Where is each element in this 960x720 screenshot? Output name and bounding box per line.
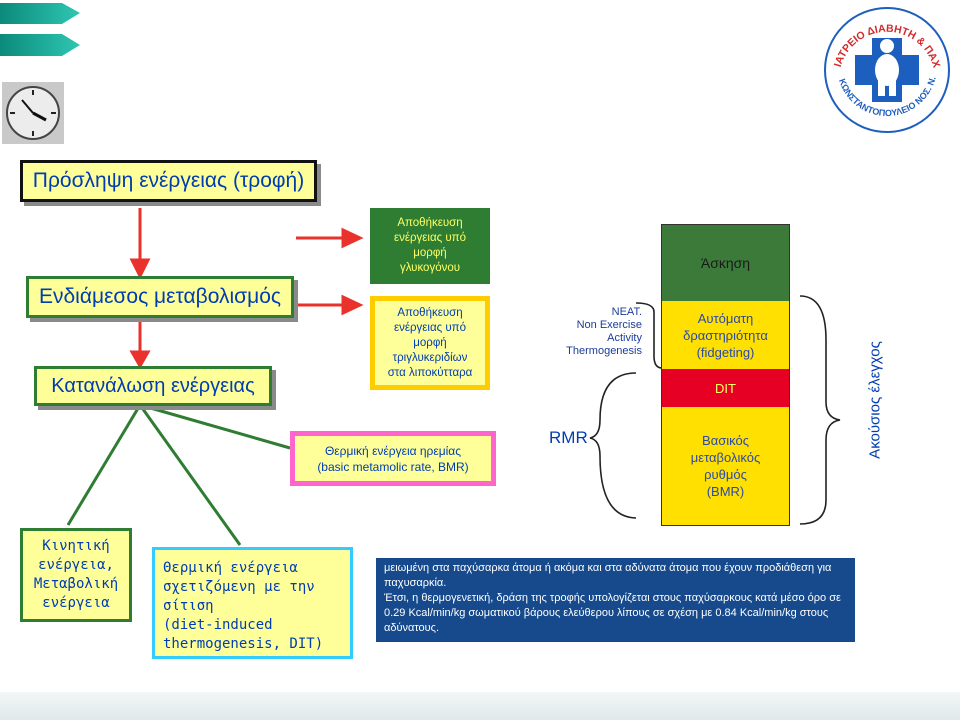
rmr-label: RMR xyxy=(549,428,588,447)
kinetic-energy-box: Κινητική ενέργεια, Μεταβολική ενέργεια xyxy=(20,528,132,622)
chevron-icon-top xyxy=(0,3,80,24)
triglyceride-storage-label: Αποθήκευση ενέργειας υπό μορφή τριγλυκερ… xyxy=(387,306,473,379)
fidgeting-label: Αυτόματη δραστηριότητα (fidgeting) xyxy=(683,310,768,360)
exercise-segment: Άσκηση xyxy=(662,225,789,301)
energy-expenditure-box: Κατανάλωση ενέργειας xyxy=(34,366,272,406)
thermogenesis-note-text: μειωμένη στα παχύσαρκα άτομα ή ακόμα και… xyxy=(384,562,841,634)
fidgeting-segment: Αυτόματη δραστηριότητα (fidgeting) xyxy=(662,301,789,369)
clock-icon xyxy=(2,82,64,144)
footer-stripe xyxy=(0,692,960,720)
thermogenesis-note: μειωμένη στα παχύσαρκα άτομα ή ακόμα και… xyxy=(376,558,855,642)
voluntary-control-label: Ακούσιος έλεγχος xyxy=(866,341,884,459)
consumption-connectors xyxy=(66,403,291,546)
triglyceride-storage-box: Αποθήκευση ενέργειας υπό μορφή τριγλυκερ… xyxy=(370,296,490,390)
energy-intake-box: Πρόσληψη ενέργειας (τροφή) xyxy=(20,160,317,202)
dit-segment-label: DIT xyxy=(715,380,736,396)
dit-box: Θερμική ενέργεια σχετιζόμενη με την σίτι… xyxy=(152,547,353,659)
dit-segment: DIT xyxy=(662,369,789,407)
neat-brace xyxy=(635,302,663,369)
intermediate-metabolism-box: Ενδιάμεσος μεταβολισμός xyxy=(26,276,294,318)
exercise-label: Άσκηση xyxy=(700,255,751,271)
kinetic-energy-label: Κινητική ενέργεια, Μεταβολική ενέργεια xyxy=(33,538,119,611)
expenditure-stack: Άσκηση Αυτόματη δραστηριότητα (fidgeting… xyxy=(661,224,790,526)
neat-label: NEAT. Non Exercise Activity Thermogenesi… xyxy=(566,306,642,357)
glycogen-storage-box: Αποθήκευση ενέργειας υπό μορφή γλυκογόνο… xyxy=(370,208,490,284)
bmr-segment: Βασικός μεταβολικός ρυθμός (BMR) xyxy=(662,407,789,525)
dit-label: Θερμική ενέργεια σχετιζόμενη με την σίτι… xyxy=(163,559,324,652)
intermediate-metabolism-label: Ενδιάμεσος μεταβολισμός xyxy=(38,285,282,308)
chevron-icon-bottom xyxy=(0,34,80,56)
energy-expenditure-label: Κατανάλωση ενέργειας xyxy=(51,374,255,397)
energy-intake-label: Πρόσληψη ενέργειας (τροφή) xyxy=(32,169,305,192)
bmr-segment-label: Βασικός μεταβολικός ρυθμός (BMR) xyxy=(690,433,761,499)
glycogen-storage-label: Αποθήκευση ενέργειας υπό μορφή γλυκογόνο… xyxy=(394,217,466,274)
resting-energy-label: Θερμική ενέργεια ηρεμίας (basic metamoli… xyxy=(317,443,469,474)
rmr-brace xyxy=(589,372,637,519)
flow-arrows xyxy=(129,208,364,370)
braces xyxy=(589,295,841,525)
resting-energy-box: Θερμική ενέργεια ηρεμίας (basic metamoli… xyxy=(290,431,496,486)
clinic-logo: ΙΑΤΡΕΙΟ ΔΙΑΒΗΤΗ & ΠΑΧΥΣΑΡΚΙΑΣ ΚΩΝΣΤΑΝΤΟΠ… xyxy=(814,0,956,138)
voluntary-brace xyxy=(799,295,841,525)
